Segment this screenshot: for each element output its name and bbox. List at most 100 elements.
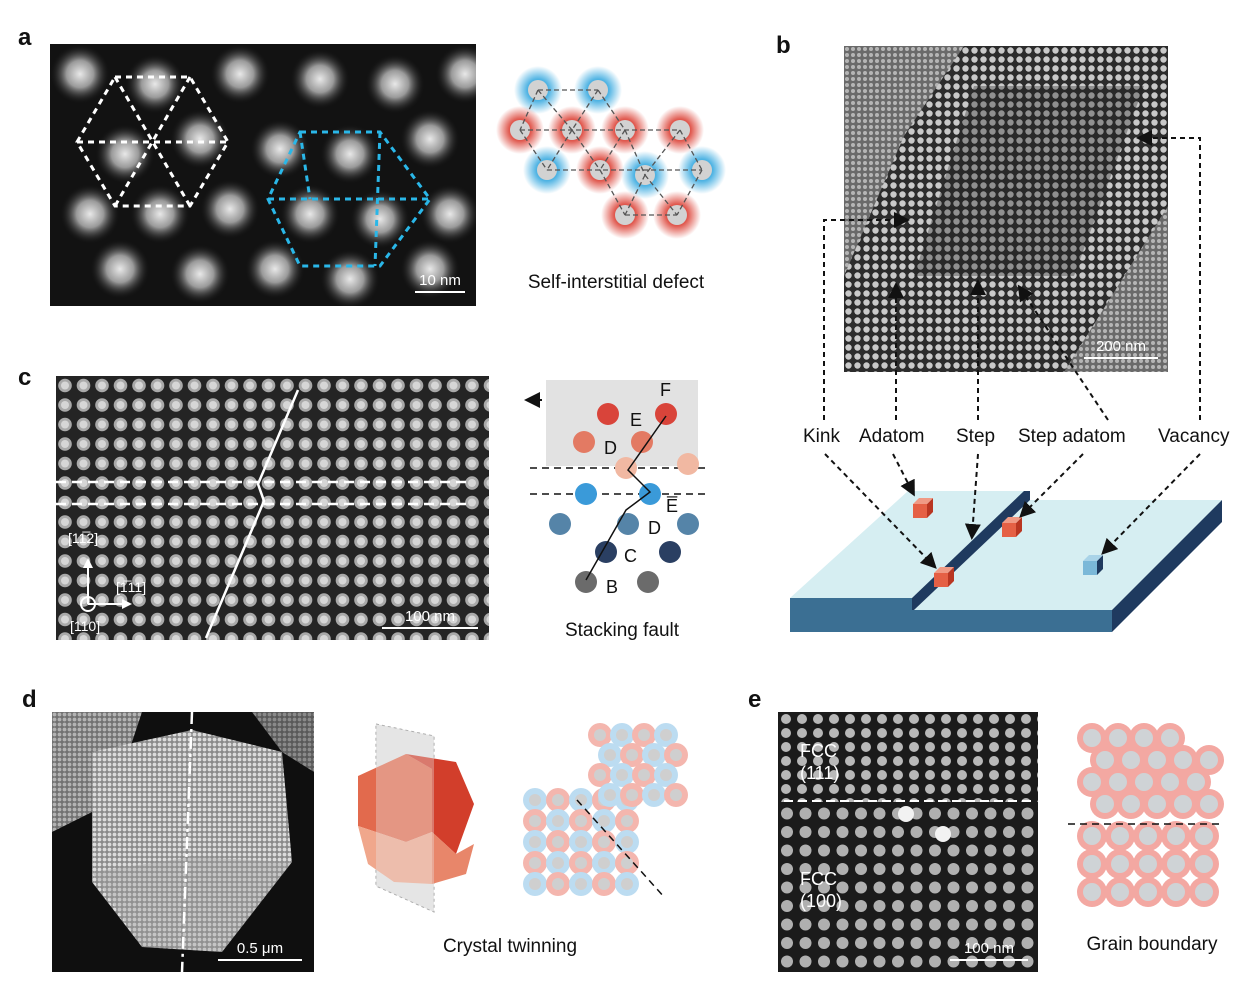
twin-atom-core <box>604 789 616 801</box>
twin-atom-core <box>598 836 610 848</box>
panel-a-caption: Self-interstitial defect <box>527 272 705 293</box>
kink-cube <box>934 567 954 587</box>
panel-b-micrograph: 200 nm <box>844 46 1168 372</box>
gb-atom-core <box>1161 729 1179 747</box>
layer-label-F: F <box>660 380 671 400</box>
gb-atom-core <box>1148 795 1166 813</box>
twin-atom-core <box>626 789 638 801</box>
bottom-grain-structure: FCC <box>800 869 837 889</box>
twin-atom-core <box>575 794 587 806</box>
twin-atom-core <box>552 878 564 890</box>
twin-atom-core <box>648 789 660 801</box>
atom-blob <box>90 239 150 299</box>
gb-atom-core <box>1139 855 1157 873</box>
axis-label-out: [110] <box>70 618 101 634</box>
twin-atom-core <box>648 749 660 761</box>
twin-atom-core <box>621 815 633 827</box>
panel-a-lattice <box>50 44 476 306</box>
layer-label-C: C <box>624 546 637 566</box>
label-vacancy: Vacancy <box>1158 426 1230 447</box>
atom-blob <box>290 49 350 109</box>
panel-e-lattice <box>778 712 1038 972</box>
twin-atom-core <box>575 857 587 869</box>
gb-atom-core <box>1096 795 1114 813</box>
axis-label-right: [1̅11] <box>116 579 147 595</box>
twin-atom-core <box>594 729 606 741</box>
gb-atom-core <box>1195 883 1213 901</box>
gb-atom-core <box>1111 883 1129 901</box>
panel-d-scale-label: 0.5 μm <box>236 940 284 957</box>
stacking-atom <box>677 453 699 475</box>
panel-letter-d: d <box>22 686 37 713</box>
panel-a-schematic <box>496 66 726 239</box>
twin-atom-core <box>621 878 633 890</box>
twin-atom-core <box>670 749 682 761</box>
twin-atom-core <box>638 729 650 741</box>
stacking-atom <box>639 483 661 505</box>
panel-b-scale-bar: 200 nm <box>1084 338 1158 359</box>
panel-d-micrograph: 0.5 μm <box>52 712 314 972</box>
layer-label-E-bar: E̅ <box>666 496 679 516</box>
gb-atom-core <box>1195 855 1213 873</box>
label-adatom: Adatom <box>859 426 925 447</box>
panel-c-lattice <box>56 376 489 640</box>
gb-atom-core <box>1187 773 1205 791</box>
twin-atom-core <box>621 836 633 848</box>
panel-e-caption: Grain boundary <box>1086 934 1218 955</box>
panel-letter-b: b <box>776 32 791 59</box>
stacking-atom <box>659 541 681 563</box>
panel-d-schematic <box>523 723 688 899</box>
panel-a-scale-bar: 10 nm <box>415 272 465 293</box>
stacking-atom <box>677 513 699 535</box>
atom-blob <box>170 109 230 169</box>
twin-atom-core <box>598 857 610 869</box>
gb-atom-core <box>1174 751 1192 769</box>
panel-a-micrograph: 10 nm <box>50 44 476 306</box>
atom-blob <box>95 124 155 184</box>
twin-atom-core <box>660 769 672 781</box>
twin-atom-core <box>529 836 541 848</box>
top-grain-label: FCC (111) <box>800 740 839 784</box>
gb-atom-core <box>1083 773 1101 791</box>
twin-atom-core <box>552 815 564 827</box>
panel-b-scale-label: 200 nm <box>1095 338 1147 355</box>
bottom-grain-orientation: (100) <box>800 891 843 911</box>
twin-atom-core <box>670 789 682 801</box>
adatom-cube <box>913 498 933 518</box>
twin-atom-core <box>621 857 633 869</box>
panel-e-scale-bar: 100 nm <box>950 940 1028 961</box>
axis-label-up: [11̅2] <box>68 530 99 546</box>
twin-atom-core <box>594 769 606 781</box>
twin-atom-core <box>575 878 587 890</box>
gb-atom-core <box>1195 827 1213 845</box>
gb-atom-core <box>1139 883 1157 901</box>
gb-atom-core <box>1167 855 1185 873</box>
label-step-adatom: Step adatom <box>1018 426 1126 447</box>
gb-atom-core <box>1139 827 1157 845</box>
atom-blob <box>130 184 190 244</box>
label-kink: Kink <box>803 426 840 447</box>
stacking-atom <box>573 431 595 453</box>
gb-atom-core <box>1122 751 1140 769</box>
atom-blob <box>200 179 260 239</box>
panel-d-twin-model <box>358 723 474 913</box>
gb-atom-core <box>1167 883 1185 901</box>
atom-blob <box>320 124 380 184</box>
layer-label-D-top: D <box>604 438 617 458</box>
twin-atom-core <box>529 794 541 806</box>
gb-atom-core <box>1122 795 1140 813</box>
panel-d-caption: Crystal twinning <box>442 936 578 957</box>
gb-atom-core <box>1200 795 1218 813</box>
atom-blob <box>350 189 410 249</box>
gb-atom-core <box>1109 773 1127 791</box>
twin-atom-core <box>598 878 610 890</box>
panel-letter-e: e <box>748 686 762 713</box>
top-grain-structure: FCC <box>800 741 837 761</box>
atom-blob <box>320 249 380 306</box>
panel-e-schematic <box>1068 723 1224 907</box>
gb-atom-core <box>1083 827 1101 845</box>
twin-atom-core <box>552 794 564 806</box>
bottom-grain-label: FCC (100) <box>800 868 842 912</box>
stacking-atom <box>637 571 659 593</box>
twin-atom-core <box>552 857 564 869</box>
